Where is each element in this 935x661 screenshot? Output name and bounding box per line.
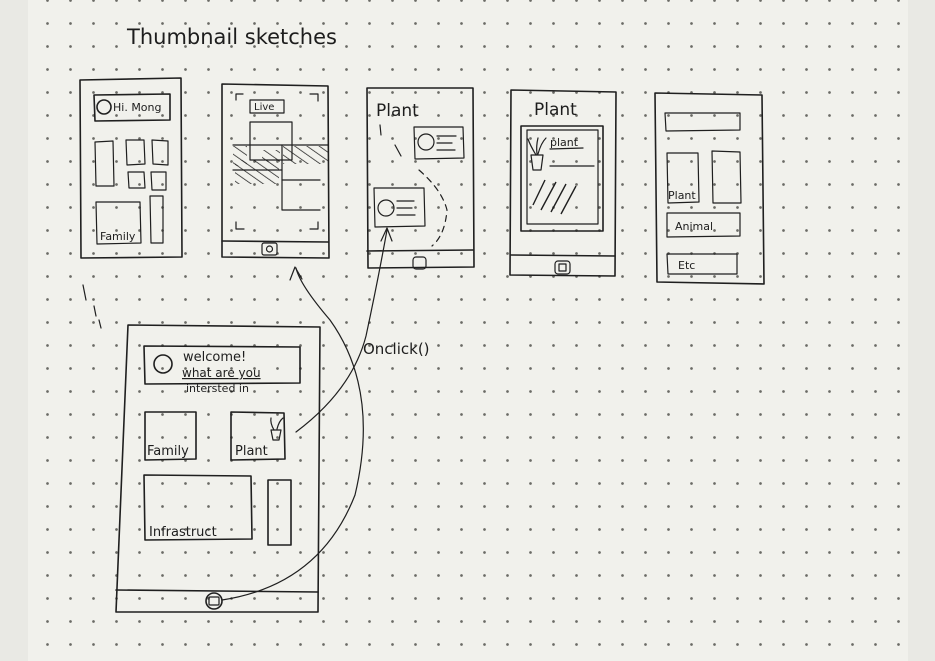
home-button-icon[interactable] [412,256,427,270]
plant-detail-card [520,125,604,232]
plant-tile[interactable] [230,411,286,461]
onclick-annotation: Onclick() [363,340,430,358]
arrow-head-icon [289,266,303,281]
thumbnail-home-screen: Hi. Mong Family [79,77,183,259]
plant-flow-arrow [295,229,388,433]
greeting-bar [93,93,171,122]
infrastruct-tile[interactable] [143,474,253,541]
potted-plant-icon [530,154,544,171]
avatar-icon [153,354,173,374]
plant-card-1 [413,126,465,160]
search-bar [664,112,741,132]
welcome-line-2: what are you [182,366,261,380]
greeting-text: Hi. Mong [113,101,162,114]
plant-title: Plant [376,101,419,121]
flow-arrows: Onclick() [82,227,430,601]
plant-tile-label: Plant [235,444,268,459]
main-home-screen: welcome! what are you intersted in Famil… [115,324,321,613]
page-title: Thumbnail sketches [126,25,337,49]
category-animal[interactable]: Animal [675,220,713,233]
camera-button-icon[interactable] [205,592,223,610]
live-badge [249,99,285,114]
side-tile[interactable] [267,479,292,546]
welcome-line-3: intersted in [186,382,249,395]
welcome-line-1: welcome! [183,350,246,365]
arrow-head-icon [380,227,393,242]
plant-detail-label: plant [550,136,579,149]
avatar-icon [96,99,112,115]
camera-flow-arrow [221,267,364,601]
plant-card-2 [373,187,426,228]
thumbnail-camera-screen: Live [221,83,330,259]
plant-detail-title: Plant [534,100,577,120]
family-tile [95,201,142,245]
home-button-icon[interactable] [554,260,571,275]
capture-button-icon[interactable] [261,242,278,256]
live-badge-label: Live [254,102,274,113]
thumbnail-plant-list-screen: Plant [366,87,475,270]
category-plant[interactable]: Plant [668,189,696,202]
potted-plant-icon [270,429,282,441]
welcome-banner [143,345,301,385]
thumbnail-category-screen: Plant Animal Etc [654,92,765,285]
notebook-page [28,0,908,661]
family-tile[interactable] [144,411,197,461]
infrastruct-tile-label: Infrastruct [149,525,217,540]
category-etc[interactable]: Etc [678,259,695,272]
family-tile-label: Family [100,230,136,243]
family-tile-label: Family [147,444,189,459]
thumbnail-plant-detail-screen: Plant plant [509,89,617,277]
